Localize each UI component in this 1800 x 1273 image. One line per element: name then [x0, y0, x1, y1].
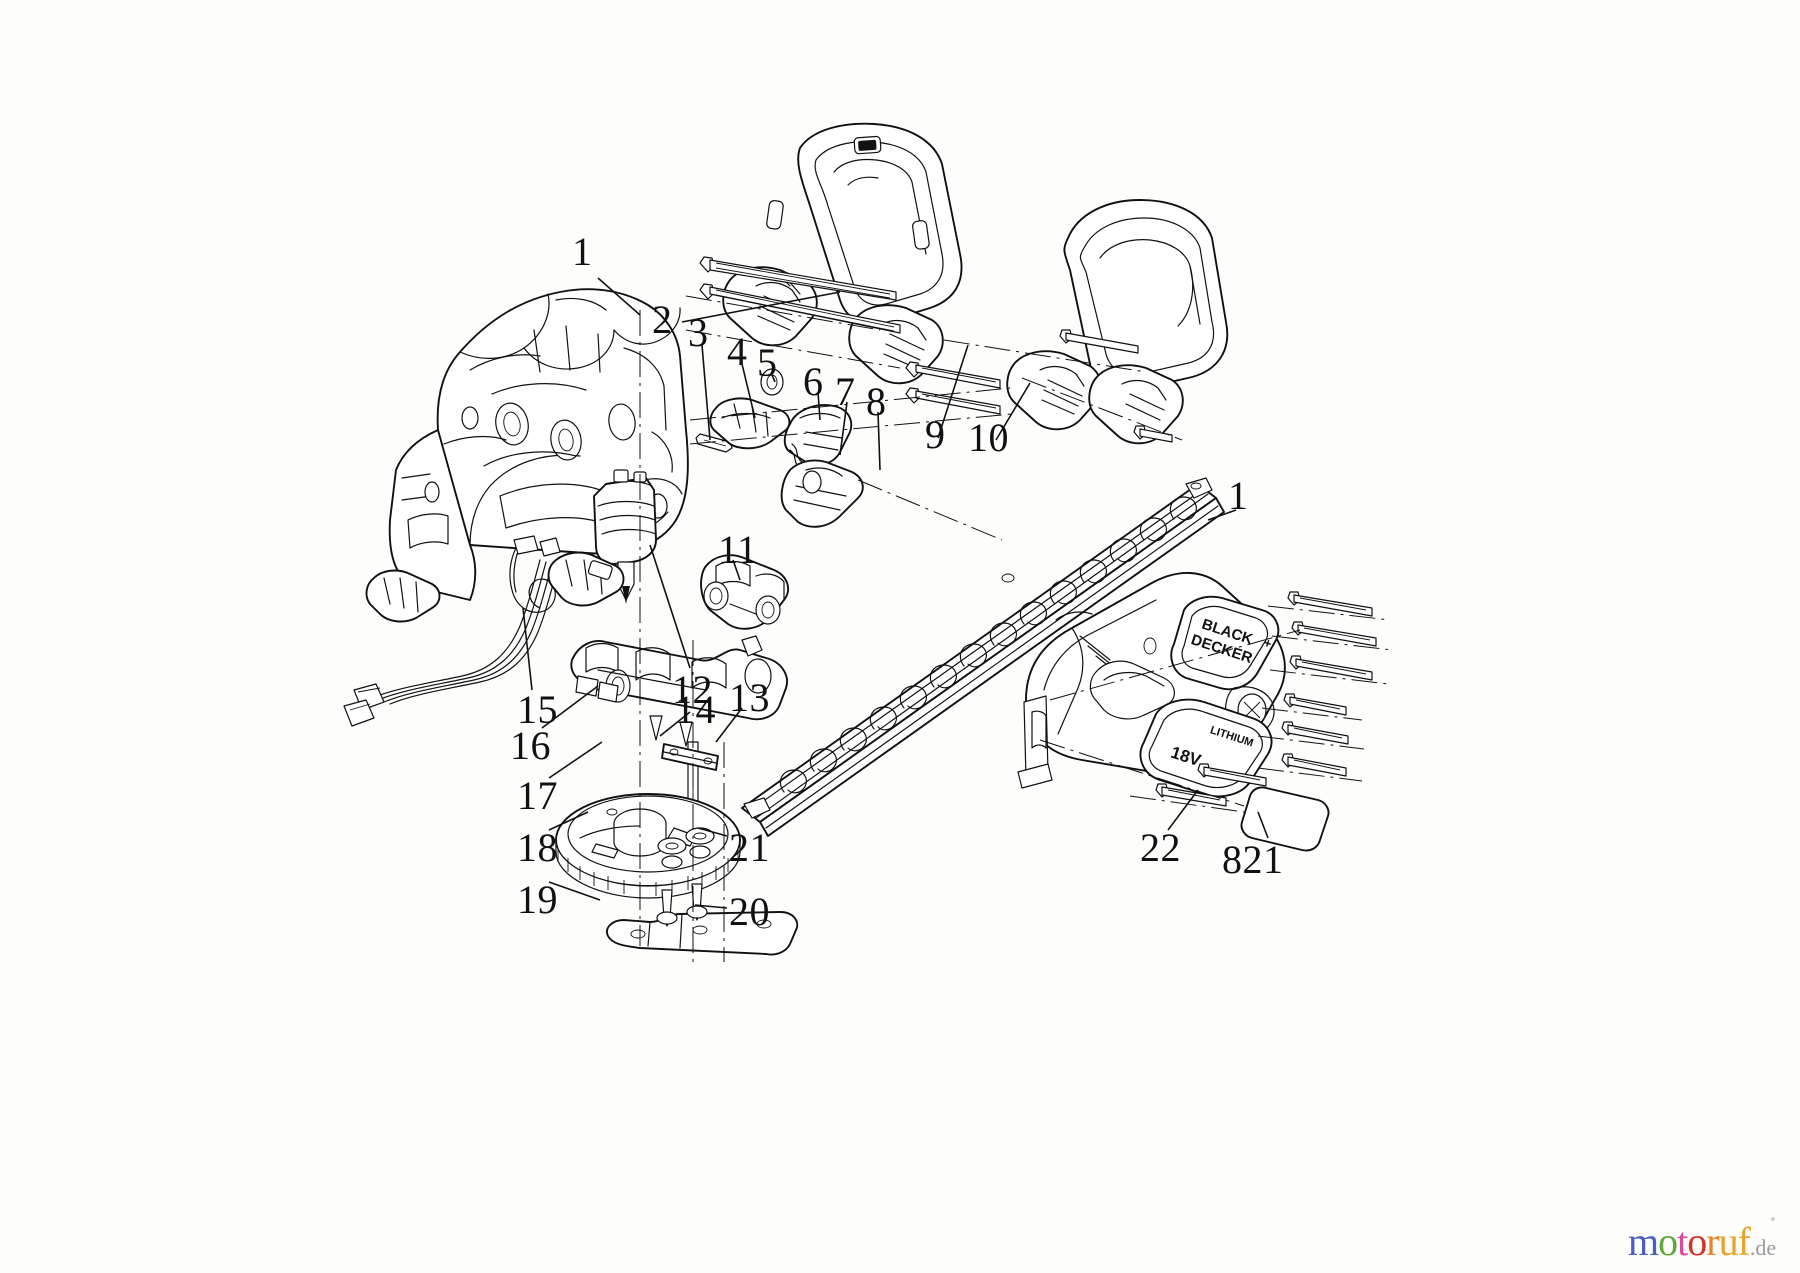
callout-number-19: 19 [517, 877, 558, 922]
callout-leader-lines [522, 277, 1269, 909]
part-screws-gearbox [649, 715, 693, 747]
watermark-letter-6: f [1737, 1219, 1751, 1264]
leader-line-1 [1207, 509, 1237, 521]
part-screws-body [1155, 591, 1377, 807]
leader-line-9 [937, 344, 969, 439]
watermark-letter-0: m [1628, 1219, 1659, 1264]
leader-line-3 [701, 344, 711, 441]
watermark-dot [1771, 1217, 1775, 1221]
part-label-plate [1240, 786, 1330, 852]
leader-line-18 [548, 811, 589, 831]
part-gearbox-housing [570, 635, 788, 721]
callout-number-18: 18 [517, 825, 558, 870]
callout-number-15: 15 [517, 687, 558, 732]
assembly-centerlines [639, 295, 1393, 968]
callout-number-3: 3 [688, 310, 709, 355]
leader-line-4 [741, 363, 756, 419]
callout-number-1: 1 [1228, 473, 1249, 518]
part-front-guard [1006, 199, 1229, 445]
part-drive-gear [555, 793, 741, 899]
callout-number-1: 1 [572, 229, 593, 274]
leader-line-15 [522, 607, 533, 691]
watermark-letter-1: o [1658, 1219, 1678, 1264]
part-trigger-assembly [695, 368, 864, 528]
leader-line-7 [839, 401, 848, 456]
leader-line-1 [597, 277, 641, 316]
leader-line-10 [995, 382, 1031, 441]
callout-number-5: 5 [757, 340, 778, 385]
leader-line-12 [649, 544, 691, 669]
leader-line-11 [732, 559, 741, 581]
callout-number-10: 10 [968, 415, 1009, 460]
watermark-suffix: .de [1749, 1235, 1777, 1260]
callout-number-9: 9 [925, 412, 946, 457]
leader-line-22 [1167, 789, 1199, 831]
leader-line-13 [715, 707, 743, 743]
part-blade-link [606, 827, 799, 956]
part-drive-yoke [700, 554, 789, 630]
leader-line-821 [1257, 811, 1269, 839]
callout-number-8: 8 [866, 379, 887, 424]
leader-line-5 [771, 374, 776, 383]
callout-number-7: 7 [835, 369, 856, 414]
leader-line-8 [877, 411, 881, 471]
callout-number-11: 11 [718, 527, 758, 572]
leader-line-19 [548, 881, 601, 901]
part-screws-handle [699, 256, 1173, 443]
watermark-letters: motoruf [1628, 1219, 1751, 1264]
watermark-letter-4: r [1706, 1219, 1719, 1264]
part-blade-bar [661, 743, 719, 771]
callout-number-17: 17 [517, 773, 558, 818]
callout-number-821: 821 [1222, 837, 1284, 882]
part-main-body-right: BLACK DECKER + 18V LITHIUM [1017, 572, 1286, 798]
part-cutter-bar [741, 477, 1225, 837]
callout-number-21: 21 [729, 825, 770, 870]
brand-badge: BLACK DECKER + [1170, 595, 1280, 691]
site-watermark: motoruf.de [1628, 1217, 1777, 1264]
watermark-letter-2: t [1677, 1219, 1688, 1264]
callout-number-2: 2 [652, 297, 673, 342]
callout-number-22: 22 [1140, 825, 1181, 870]
callout-number-12: 12 [672, 667, 713, 712]
leader-line-2 [681, 291, 841, 323]
leader-line-17 [548, 741, 603, 779]
part-wiring-harness [343, 535, 625, 727]
watermark-letter-5: u [1718, 1219, 1739, 1264]
callout-number-16: 16 [510, 723, 551, 768]
leader-line-14 [659, 711, 691, 737]
callout-number-14: 14 [675, 687, 716, 732]
watermark-letter-3: o [1687, 1219, 1707, 1264]
leader-line-16 [541, 685, 599, 729]
callout-number-20: 20 [729, 889, 770, 934]
callout-number-6: 6 [803, 359, 824, 404]
battery-badge: 18V LITHIUM [1139, 698, 1273, 798]
leader-line-21 [697, 827, 728, 837]
callout-number-13: 13 [729, 675, 770, 720]
leader-line-20 [694, 904, 728, 909]
callout-number-4: 4 [727, 329, 748, 374]
leader-line-6 [817, 391, 821, 421]
